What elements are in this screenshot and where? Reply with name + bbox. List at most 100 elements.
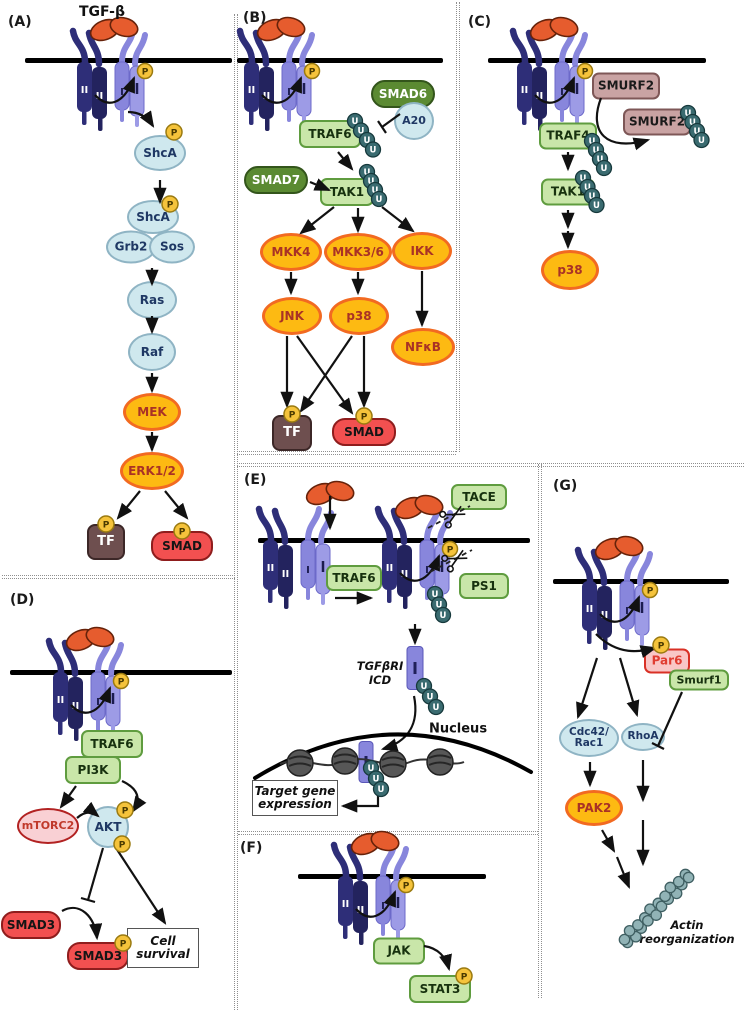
svg-text:P: P <box>142 68 149 78</box>
membrane-C <box>488 58 706 63</box>
node-tak1-C: TAK1 <box>541 178 595 206</box>
panel-label-F: (F) <box>240 840 263 856</box>
node-traf6-B: TRAF6 <box>299 120 361 148</box>
panel-label-E: (E) <box>244 472 267 488</box>
svg-text:U: U <box>370 146 377 156</box>
svg-text:II: II <box>96 91 103 102</box>
svg-text:U: U <box>364 136 371 146</box>
nucleosome-bead <box>379 750 407 778</box>
nucleosome-bead <box>331 747 359 775</box>
node-shca-2: ShcA <box>127 200 179 234</box>
svg-text:U: U <box>364 168 371 178</box>
svg-text:II: II <box>536 91 543 102</box>
node-smurf2-2: SMURF2 <box>623 108 691 136</box>
svg-text:U: U <box>373 775 380 785</box>
signal-arrow <box>615 856 631 890</box>
tgf-receptor-complex-D: II II I P <box>41 625 141 747</box>
signal-arrow <box>601 829 616 853</box>
node-shca-1: ShcA <box>134 135 186 171</box>
signal-arrow <box>337 151 354 171</box>
node-mkk36: MKK3/6 <box>324 233 392 271</box>
divider-vertical-left-of-G <box>538 464 542 998</box>
signal-arrow <box>296 335 354 415</box>
node-nfkb: NFκB <box>391 328 455 366</box>
svg-text:II: II <box>601 610 608 621</box>
phospho-badge: P <box>397 876 415 894</box>
svg-text:II: II <box>586 604 593 615</box>
ubiquitin-badge: U <box>591 150 609 168</box>
membrane-E <box>258 538 530 543</box>
nucleus-envelope <box>253 732 533 780</box>
ubiquitin-badge: U <box>688 122 706 140</box>
transphosphorylation-arrow <box>599 594 641 623</box>
ubiquitin-badge: U <box>364 141 382 158</box>
signal-arrow <box>618 657 640 718</box>
ubiquitin-badge: U <box>372 780 390 798</box>
svg-text:II: II <box>521 85 528 96</box>
node-pak2: PAK2 <box>565 790 623 826</box>
ubiquitin-badge: U <box>693 131 710 149</box>
node-p38-C: p38 <box>541 250 599 290</box>
tgf-receptor-complex-C: II II I P <box>505 15 605 137</box>
divider-horizontal-below-A <box>2 575 235 579</box>
receptor-arms <box>330 841 409 882</box>
label-actin-reorganization: Actin reorganization <box>639 918 735 946</box>
receptor-bars: II II I <box>263 539 331 609</box>
transphosphorylation-arrow <box>94 75 136 104</box>
panel-label-D: (D) <box>10 592 35 608</box>
node-smurf2-1: SMURF2 <box>592 72 660 100</box>
tgf-receptor-complex-B: II II I P <box>232 15 332 137</box>
receptor-bars: II II I <box>582 580 650 650</box>
tgf-receptor-complex-E-active: II II I P <box>370 493 470 615</box>
receptor-tick <box>364 756 368 768</box>
svg-text:U: U <box>427 693 434 703</box>
signal-arrow <box>121 780 147 813</box>
svg-text:P: P <box>403 882 410 892</box>
tgf-receptor-complex-E-inactive: II II I <box>251 493 351 615</box>
node-cdc42-rac1: Cdc42/ Rac1 <box>559 719 619 757</box>
svg-text:II: II <box>263 91 270 102</box>
svg-text:I: I <box>381 901 385 912</box>
svg-text:II: II <box>386 563 393 574</box>
nucleosome-bead <box>286 749 314 777</box>
tgfbri-icd-fragment <box>406 646 424 690</box>
phospho-badge: P <box>441 540 459 558</box>
tgf-receptor-complex-G: II II I P <box>570 534 670 656</box>
label-tgfbri-icd: TGFβRI ICD <box>356 659 404 687</box>
svg-text:I: I <box>287 87 291 98</box>
inhibition-tbar <box>80 847 105 904</box>
panel-label-B: (B) <box>243 10 267 26</box>
divider-horizontal-above-E <box>237 463 744 467</box>
node-traf6-E: TRAF6 <box>326 565 382 591</box>
svg-text:U: U <box>601 164 608 174</box>
svg-text:U: U <box>597 155 604 165</box>
nucleosome-bead <box>426 748 454 776</box>
receptor-bars: II II I <box>53 671 121 741</box>
svg-text:I: I <box>96 697 100 708</box>
svg-text:P: P <box>647 587 654 597</box>
svg-text:II: II <box>401 569 408 580</box>
node-jnk: JNK <box>262 297 322 335</box>
tgf-beta-ligand <box>350 830 400 856</box>
node-tace: TACE <box>451 484 507 510</box>
tgf-beta-ligand <box>305 480 355 506</box>
node-cell-survival: Cell survival <box>127 928 199 968</box>
node-jak: JAK <box>373 937 425 965</box>
node-smurf1: Smurf1 <box>669 669 729 691</box>
ubiquitin-badge: U <box>595 159 613 177</box>
membrane-F <box>298 874 486 879</box>
signal-arrow <box>115 847 167 925</box>
signal-arrow <box>380 695 417 752</box>
signal-arrow <box>164 490 189 520</box>
node-ps1: PS1 <box>459 573 509 599</box>
tgf-beta-label: TGF-β <box>78 4 126 20</box>
svg-text:U: U <box>376 195 383 205</box>
signal-arrow <box>61 906 103 941</box>
phospho-badge: P <box>303 62 321 80</box>
signal-arrow <box>59 785 77 809</box>
node-akt: AKT <box>87 806 129 848</box>
node-mtorc2: mTORC2 <box>17 808 79 844</box>
phospho-badge: P <box>576 62 594 80</box>
node-traf4: TRAF4 <box>539 122 597 150</box>
ubiquitin-badge: U <box>421 688 439 705</box>
